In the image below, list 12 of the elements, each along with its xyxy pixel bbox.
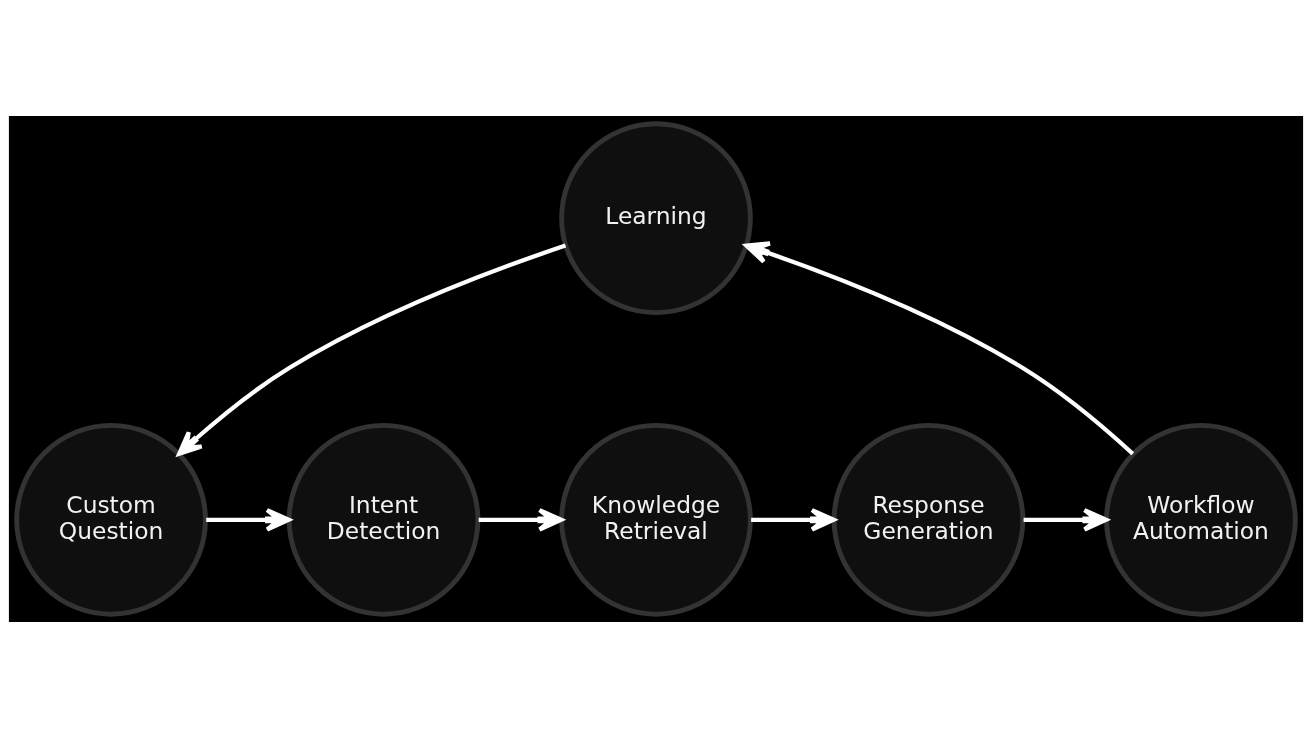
arrow [744,241,1135,456]
arrow [177,243,567,456]
arrow [1023,508,1109,532]
arrow [206,508,291,532]
node-circle: Custom Question [14,423,208,617]
node-circle: Response Generation [831,423,1026,617]
node-circle: Intent Detection [286,423,481,617]
node-circle: Knowledge Retrieval [559,423,753,617]
arrow [751,508,836,532]
node-circle: Workflow Automation [1104,423,1298,617]
node-circle: Learning [559,121,753,315]
arrow [478,508,564,532]
